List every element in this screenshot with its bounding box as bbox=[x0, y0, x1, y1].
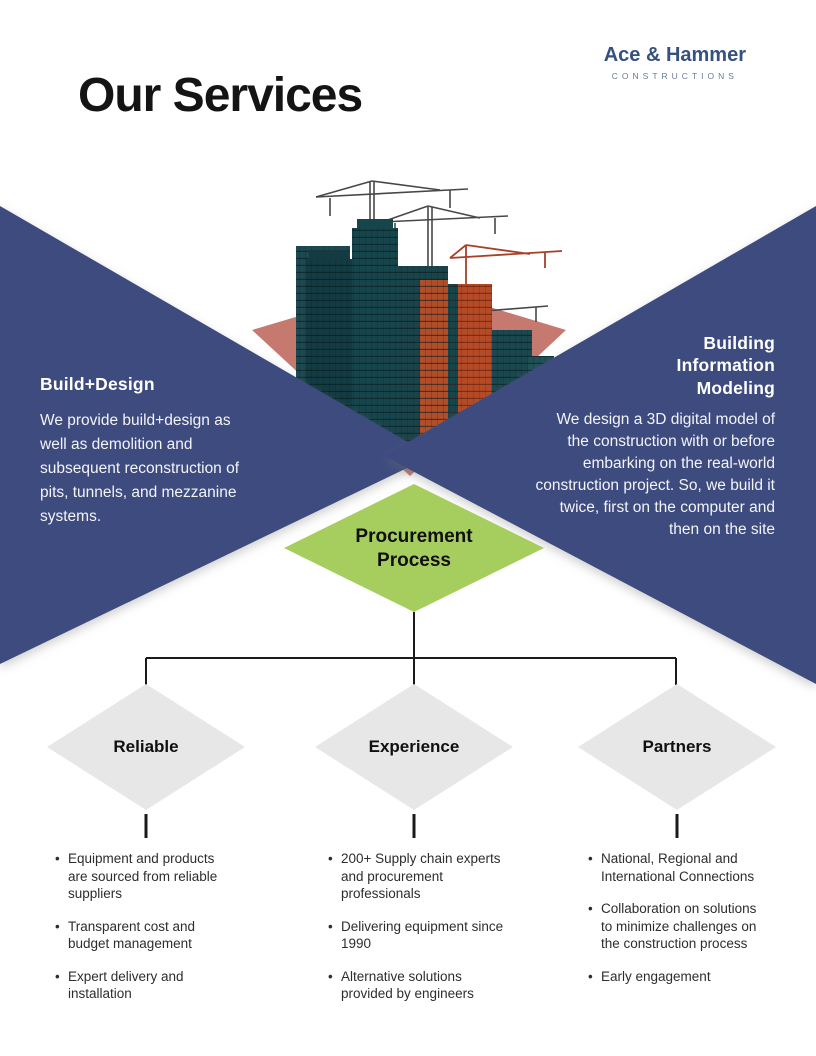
bim-panel: Building Information Modeling We design … bbox=[535, 332, 775, 541]
bullet-item: Expert delivery and installation bbox=[55, 968, 230, 1003]
bullet-item: National, Regional and International Con… bbox=[588, 850, 767, 885]
reliable-diamond bbox=[47, 684, 245, 810]
bullet-item: 200+ Supply chain experts and procuremen… bbox=[328, 850, 505, 903]
brand-tagline: CONSTRUCTIONS bbox=[611, 71, 738, 81]
procurement-process-label: Procurement Process bbox=[355, 526, 473, 571]
bullet-item: Collaboration on solutions to minimize c… bbox=[588, 900, 767, 953]
bullet-item: Equipment and products are sourced from … bbox=[55, 850, 230, 903]
partners-diamond bbox=[578, 684, 776, 810]
diamond-tails bbox=[144, 814, 679, 838]
flowchart-connectors bbox=[145, 612, 677, 685]
bullet-item: Alternative solutions provided by engine… bbox=[328, 968, 505, 1003]
experience-diamond bbox=[315, 684, 513, 810]
page-title: Our Services bbox=[78, 69, 363, 122]
left-navy-triangle bbox=[0, 206, 432, 664]
bullet-item: Transparent cost and budget management bbox=[55, 918, 230, 953]
experience-bullet-list: 200+ Supply chain experts and procuremen… bbox=[325, 850, 505, 1018]
experience-label: Experience bbox=[368, 737, 460, 756]
build-design-panel: Build+Design We provide build+design as … bbox=[40, 374, 256, 529]
reliable-label: Reliable bbox=[113, 737, 179, 756]
bim-heading: Building Information Modeling bbox=[676, 333, 775, 398]
bullet-list: 200+ Supply chain experts and procuremen… bbox=[325, 850, 505, 1003]
right-navy-triangle bbox=[384, 206, 816, 684]
build-design-heading: Build+Design bbox=[40, 374, 155, 394]
bullet-item: Delivering equipment since 1990 bbox=[328, 918, 505, 953]
build-design-body: We provide build+design as well as demol… bbox=[40, 412, 240, 525]
bullet-item: Early engagement bbox=[588, 968, 767, 986]
partners-bullet-list: National, Regional and International Con… bbox=[585, 850, 767, 1000]
brand-name: Ace & Hammer bbox=[603, 44, 746, 66]
bullet-list: Equipment and products are sourced from … bbox=[52, 850, 230, 1003]
bullet-list: National, Regional and International Con… bbox=[585, 850, 767, 985]
bim-body: We design a 3D digital model of the cons… bbox=[535, 411, 775, 539]
partners-label: Partners bbox=[642, 737, 712, 756]
reliable-bullet-list: Equipment and products are sourced from … bbox=[52, 850, 230, 1018]
brand-logo: Ace & Hammer CONSTRUCTIONS bbox=[604, 44, 746, 81]
procurement-process-diamond bbox=[284, 484, 544, 612]
